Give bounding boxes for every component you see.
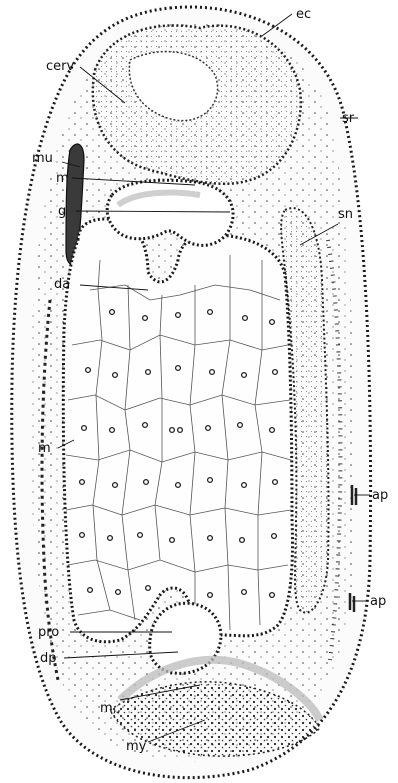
label-da: da xyxy=(54,277,70,292)
label-ec: ec xyxy=(296,7,311,22)
label-dp: dp xyxy=(40,651,57,666)
label-m-left: m xyxy=(38,441,51,456)
label-ap-lower: ap xyxy=(370,594,386,609)
label-g: g xyxy=(58,204,66,219)
label-pro: pro xyxy=(38,625,59,640)
label-m-lower: m,, xyxy=(100,701,121,716)
label-ap-upper: ap xyxy=(372,488,388,503)
label-sr: sr xyxy=(342,111,355,126)
label-cerv: cerv xyxy=(46,59,74,74)
label-my: my xyxy=(126,739,147,754)
label-mu: mu xyxy=(32,151,53,166)
label-m-upper: m xyxy=(56,171,69,186)
label-sn: sn xyxy=(338,207,353,222)
